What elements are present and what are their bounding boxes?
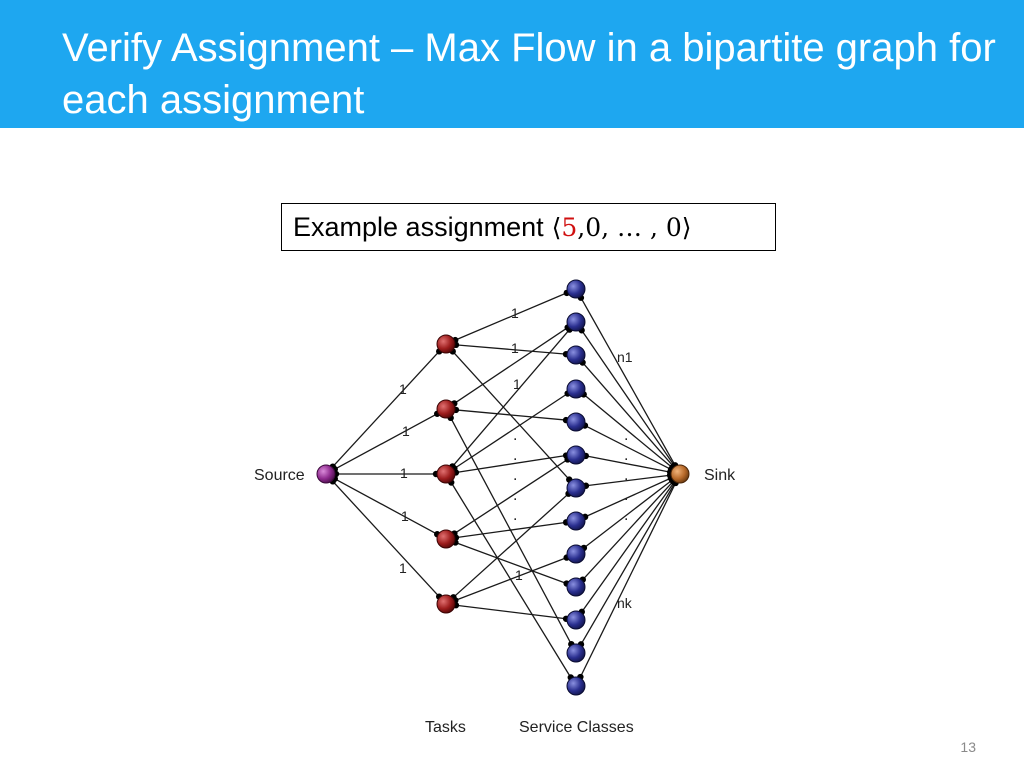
graph-edges (332, 292, 677, 678)
graph-edge (455, 604, 567, 620)
source-label: Source (254, 467, 305, 484)
graph-edge (454, 292, 568, 341)
graph-edge (585, 455, 671, 473)
tasks-label: Tasks (425, 719, 466, 736)
service-class-node (566, 511, 586, 531)
edge-weight-label: 1 (400, 465, 408, 481)
graph-edge (583, 393, 673, 469)
task-nodes (436, 334, 456, 614)
edge-weight-label: 1 (515, 567, 523, 583)
graph-edge (455, 454, 567, 474)
ellipsis-dot: . (513, 427, 517, 444)
ellipsis-dot: . (624, 447, 628, 464)
graph-edge (455, 556, 567, 602)
angle-close: ⟩ (681, 212, 692, 242)
task-node (436, 399, 456, 419)
ellipsis-dot: . (624, 427, 628, 444)
ellipsis-dot: . (513, 507, 517, 524)
service-class-node (566, 643, 586, 663)
ellipsis-dots: . . . . . . . . . . (513, 427, 628, 524)
graph-edge (455, 409, 567, 421)
source-sink-nodes (316, 464, 690, 484)
example-label: Example assignment (293, 211, 544, 242)
edge-weight-label: 1 (511, 340, 519, 356)
edge-weight-label: 1 (401, 508, 409, 524)
example-assignment-box: Example assignment ⟨5,0, … , 0⟩ (281, 203, 776, 251)
service-class-node (566, 345, 586, 365)
graph-edge (452, 493, 570, 598)
graph-edge (452, 329, 570, 467)
ellipsis-dot: . (513, 467, 517, 484)
service-class-node (566, 445, 586, 465)
edge-weight-label: 1 (402, 423, 410, 439)
graph-edge (584, 477, 672, 518)
ellipsis-dot: . (624, 487, 628, 504)
angle-open: ⟨ (551, 212, 562, 242)
graph-edge (332, 480, 440, 598)
source-node (316, 464, 336, 484)
task-node (436, 594, 456, 614)
edge-weight-label: 1 (511, 305, 519, 321)
graph-edge (580, 297, 676, 466)
service-class-node (566, 478, 586, 498)
graph-edge (585, 474, 671, 487)
graph-edge (455, 541, 567, 585)
task-node (436, 334, 456, 354)
edge-weight-label: 1 (399, 560, 407, 576)
graph-edge (454, 458, 568, 535)
service-class-node (566, 676, 586, 696)
edge-weight-label: 1 (399, 381, 407, 397)
graph-edge (580, 482, 676, 645)
task-node (436, 464, 456, 484)
graph-edge (581, 481, 675, 613)
service-class-node (566, 577, 586, 597)
ellipsis-dot: . (624, 507, 628, 524)
page-number: 13 (960, 739, 976, 755)
service-class-node (566, 279, 586, 299)
graph-edge (453, 327, 569, 404)
assignment-vector: ⟨5,0, … , 0⟩ (552, 213, 692, 242)
graph-edge (455, 344, 567, 355)
ellipsis-dot: . (624, 467, 628, 484)
edge-weight-label: 1 (513, 376, 521, 392)
service-class-node (566, 312, 586, 332)
sink-node (670, 464, 690, 484)
graph-edge (579, 482, 677, 678)
title-bar: Verify Assignment – Max Flow in a bipart… (0, 0, 1024, 128)
graph-edge (450, 482, 572, 678)
service-class-node (566, 610, 586, 630)
graph-edge (455, 521, 567, 539)
graph-edge (583, 479, 673, 549)
service-class-node (566, 379, 586, 399)
graph-edge (584, 424, 672, 471)
task-node (436, 529, 456, 549)
ellipsis-dot: . (513, 487, 517, 504)
sink-label: Sink (704, 467, 736, 484)
graph-edge (332, 350, 440, 468)
ellipsis-dot: . (513, 447, 517, 464)
graph-edge (582, 362, 674, 467)
graph-edge (334, 478, 438, 535)
slide-title: Verify Assignment – Max Flow in a bipart… (62, 26, 996, 122)
graph-edge (453, 392, 569, 470)
service-class-node (566, 412, 586, 432)
graph-edge (450, 417, 572, 645)
graph-edge (581, 329, 675, 467)
edge-capacity-label: n1 (617, 349, 633, 365)
edge-capacity-label: nk (617, 595, 633, 611)
service-classes-label: Service Classes (519, 719, 634, 736)
assignment-rest-values: ,0, … , 0 (577, 212, 682, 242)
service-class-node (566, 544, 586, 564)
graph-edge (582, 480, 674, 581)
graph-edge (334, 413, 438, 470)
service-class-nodes (566, 279, 586, 696)
assignment-highlight-value: 5 (561, 212, 578, 242)
